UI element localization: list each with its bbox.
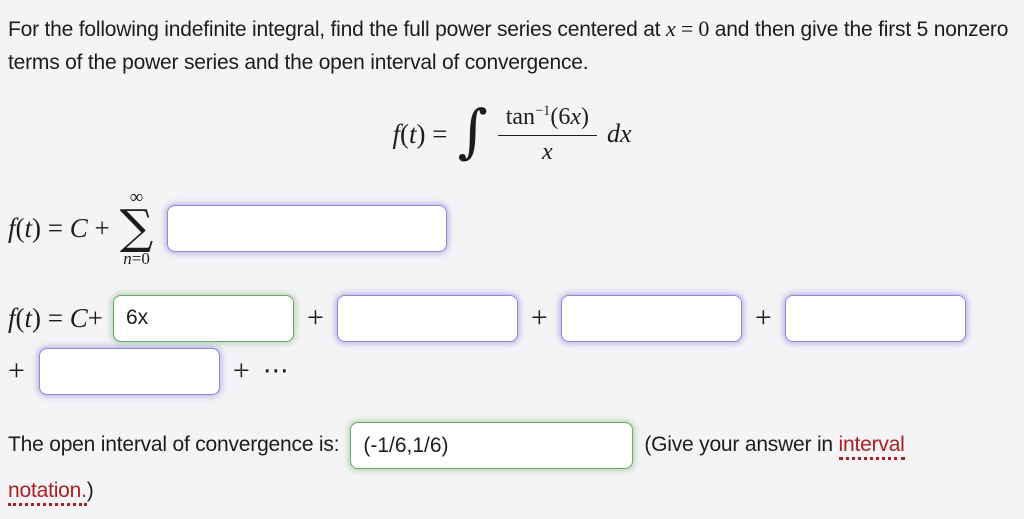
hint-part1: (Give your answer in	[644, 433, 839, 457]
fraction-numerator: tan−1(6x)	[497, 103, 597, 136]
hint-word-notation: notation.	[8, 479, 87, 506]
problem-statement: For the following indefinite integral, f…	[8, 12, 1016, 79]
plus-sign: +	[307, 301, 324, 334]
summation-icon: ∞ ∑ n=0	[119, 186, 154, 268]
integral-icon: ∫	[457, 97, 488, 165]
formula-lhs: f(t) =	[392, 118, 448, 149]
interval-hint: (Give your answer in interval notation.)	[8, 433, 905, 506]
term-5-input[interactable]	[38, 347, 220, 395]
term-1-input[interactable]	[113, 294, 294, 342]
differential-dx: dx	[606, 119, 632, 148]
series-general-term-input[interactable]	[167, 204, 448, 252]
statement-math-x-equals-0: x = 0	[665, 16, 710, 41]
interval-label: The open interval of convergence is:	[8, 433, 340, 457]
hint-word-interval: interval	[838, 433, 905, 461]
term-3-input[interactable]	[560, 294, 742, 342]
plus-sign: +	[8, 354, 25, 387]
interval-answer-row: The open interval of convergence is:(Giv…	[8, 422, 1016, 513]
terms-answer-row-continued: + + ⋯	[8, 346, 1016, 396]
term-2-input[interactable]	[336, 294, 518, 342]
plus-sign: +	[232, 354, 250, 387]
series-lhs: f(t) = C +	[8, 212, 110, 243]
hint-close-paren: )	[86, 479, 94, 502]
sum-lower-limit: n=0	[123, 248, 150, 268]
sigma-sign: ∑	[119, 199, 154, 255]
fraction-denominator: x	[542, 138, 553, 165]
series-answer-row: f(t) = C + ∞ ∑ n=0	[8, 187, 1016, 269]
terms-answer-row: f(t) = C+ + + +	[8, 293, 1016, 343]
ellipsis: ⋯	[262, 356, 289, 386]
plus-sign: +	[754, 301, 772, 334]
integrand-fraction: tan−1(6x) x	[497, 103, 597, 166]
integral-formula: f(t) = ∫ tan−1(6x) x dx	[8, 95, 1016, 173]
sum-upper-limit: ∞	[129, 186, 144, 208]
interval-input[interactable]	[350, 422, 634, 469]
term-4-input[interactable]	[784, 294, 966, 342]
plus-sign: +	[530, 301, 548, 334]
statement-part2: and then give the first 5 nonzero terms …	[8, 18, 1009, 74]
statement-part1: For the following indefinite integral, f…	[8, 18, 666, 41]
terms-lhs: f(t) = C+	[8, 302, 103, 333]
